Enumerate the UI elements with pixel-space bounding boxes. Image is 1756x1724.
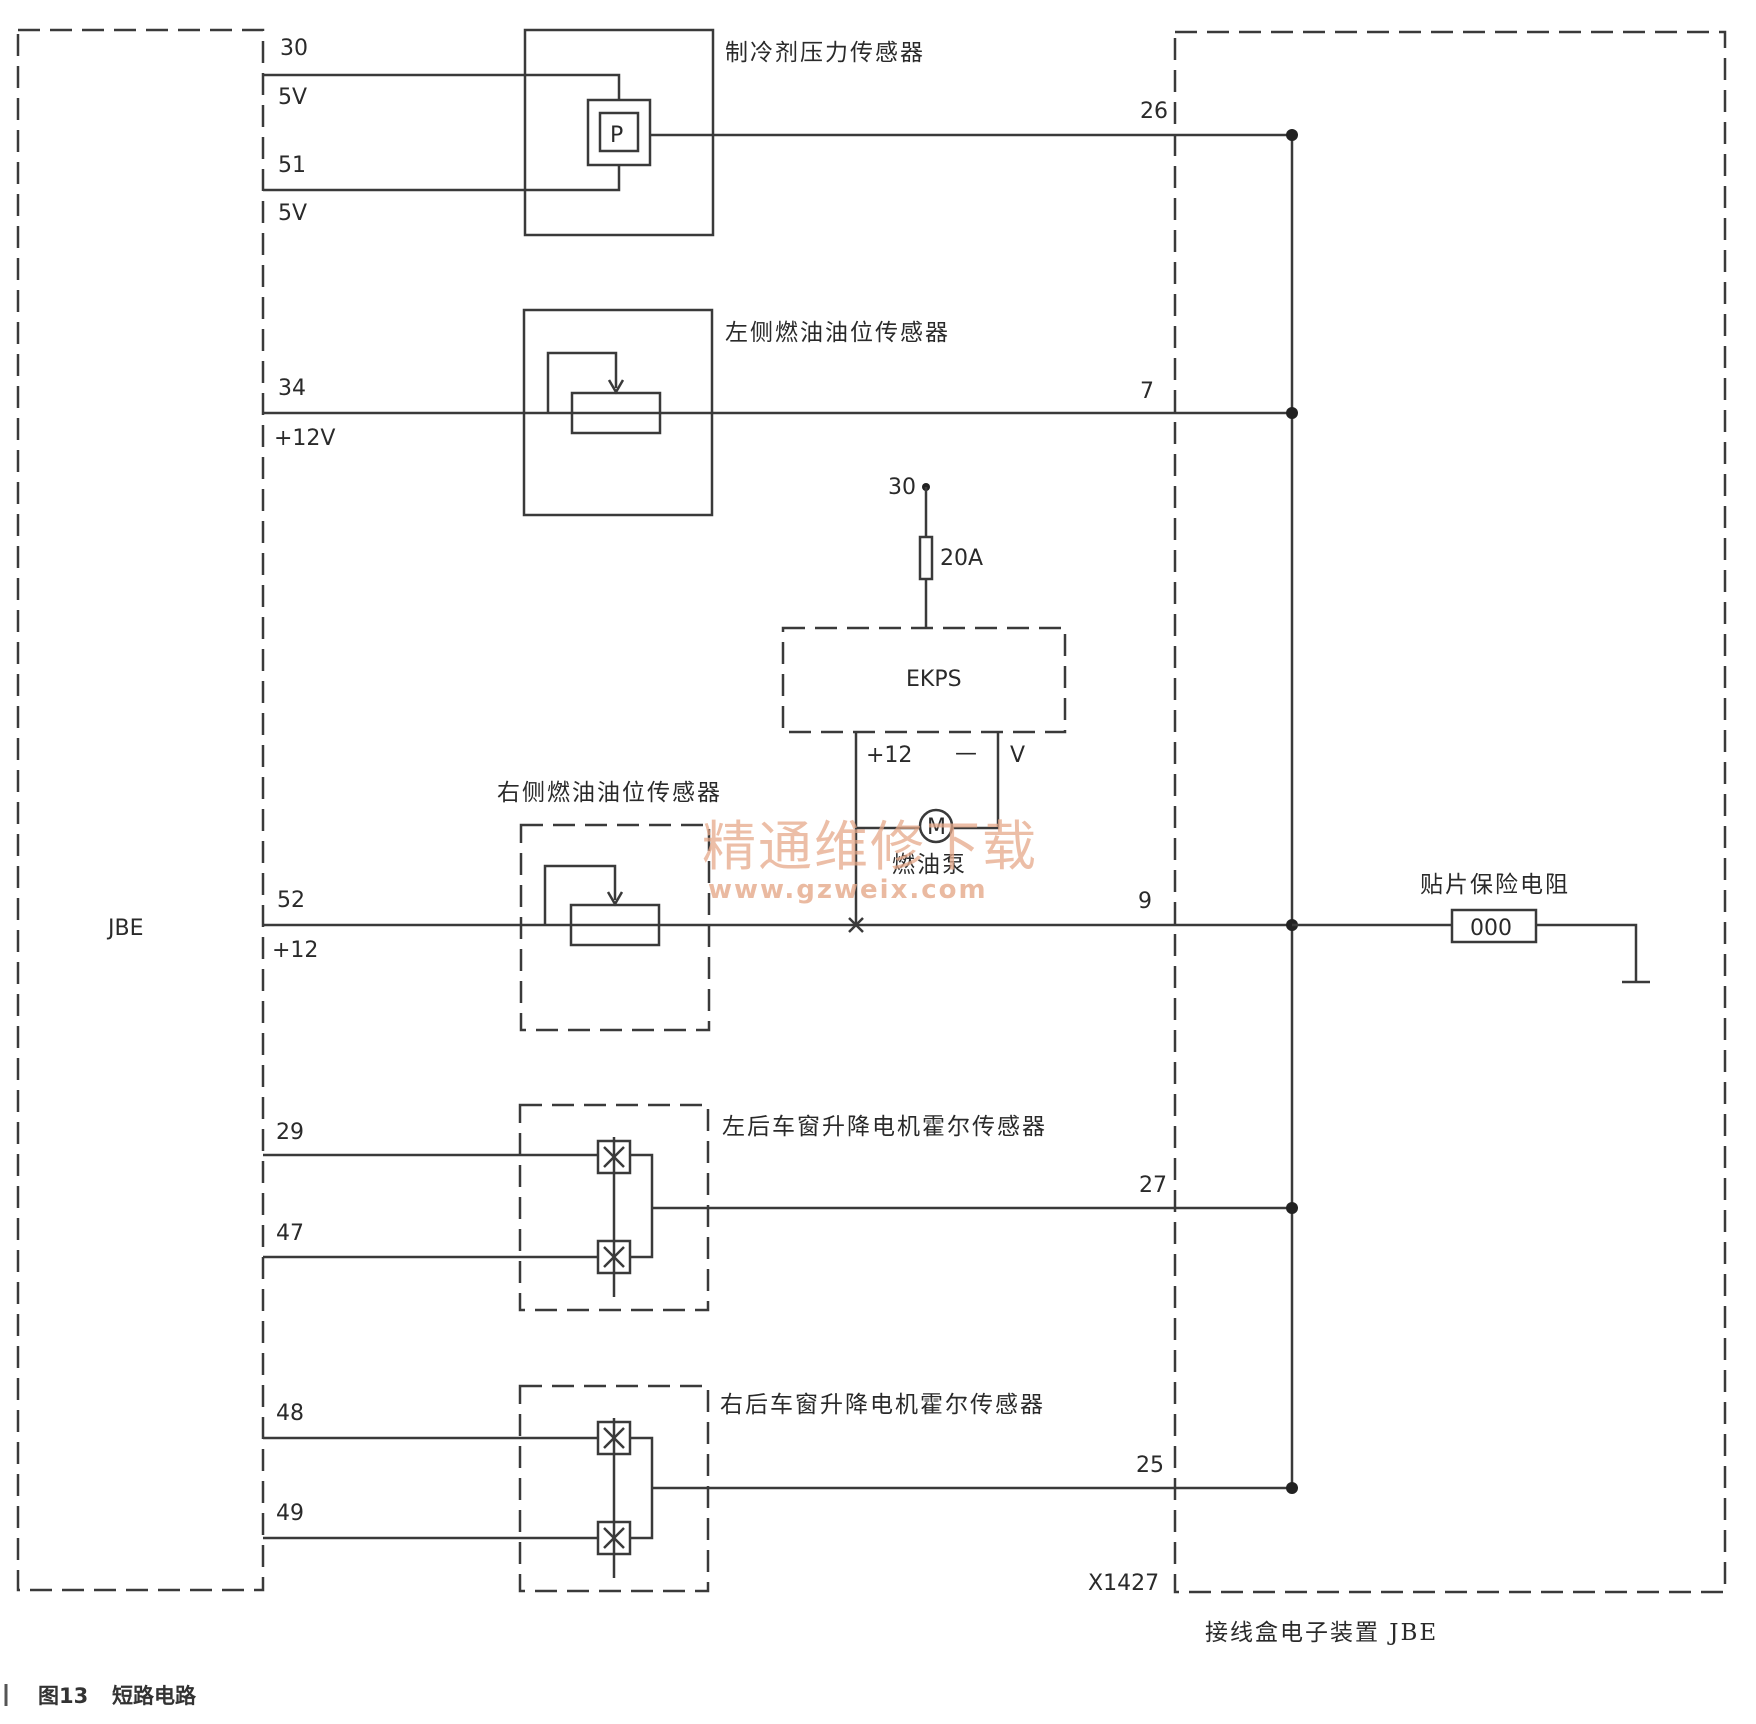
pressure-symbol: P [610,123,623,148]
right-fuel-wiper [543,864,617,925]
watermark-title: 精通维修下载 [702,815,1038,878]
fuse-label: 20A [940,546,983,571]
pressure-icon [598,111,640,153]
junction-7 [1286,407,1298,419]
left-hall-x2b [603,1246,625,1268]
left-hall-x1b [603,1146,625,1168]
right-hall-x1b [603,1427,625,1449]
pin-29-label: 29 [276,1120,304,1145]
ekps-label: EKPS [906,667,962,692]
fuse-icon [918,535,934,581]
pin-51-label: 51 [278,153,306,178]
pin-49-label: 49 [276,1501,304,1526]
right-fuel-sensor-box [519,823,711,1032]
pin-7-label: 7 [1140,379,1154,404]
pin-30-label: 30 [280,36,308,61]
right-fuel-sensor-label: 右侧燃油油位传感器 [497,780,722,806]
wire-pin-51 [263,165,621,192]
left-fuel-sensor-label: 左侧燃油油位传感器 [725,320,950,346]
chip-code: 000 [1470,916,1512,941]
refrigerant-sensor-label: 制冷剂压力传感器 [725,40,925,66]
pin-27-label: 27 [1139,1173,1167,1198]
pin-26-label: 26 [1140,99,1168,124]
motor-icon [918,808,954,844]
jbe-module-box [1173,30,1727,1594]
left-hall-element-1 [596,1139,632,1175]
pin-5v-label-2: 5V [278,201,307,226]
pin-12v-label: +12V [274,426,335,451]
left-hall-common [630,1153,654,1259]
pin-34-label: 34 [278,376,306,401]
wire-pin-30 [263,73,621,100]
right-rear-hall-label: 右后车窗升降电机霍尔传感器 [720,1392,1045,1418]
pin-48-label: 48 [276,1401,304,1426]
jbe-left-label: JBE [106,916,143,941]
right-hall-x2b [603,1527,625,1549]
watermark-url: www.gzweix.com [708,875,988,905]
jbe-module-label: 接线盒电子装置 JBE [1205,1620,1438,1646]
ekps-box [781,626,1067,734]
chip-resistor-label: 贴片保险电阻 [1420,872,1570,898]
figure-number: 图13 [38,1684,88,1708]
ekps-minus-label: — [955,741,977,766]
junction-26 [1286,129,1298,141]
pin-9-label: 9 [1138,889,1152,914]
right-fuel-arrow [606,891,624,907]
figure-title: 短路电路 [112,1684,197,1708]
pin-47-label: 47 [276,1221,304,1246]
left-rear-hall-label: 左后车窗升降电机霍尔传感器 [722,1114,1047,1140]
pin-25-label: 25 [1136,1453,1164,1478]
left-fuel-arrow [607,379,625,395]
ekps-v-label: V [1010,743,1025,768]
ekps-plus12-label: +12 [866,743,912,768]
refrigerant-sensor-box [523,28,715,237]
pin-plus12-label: +12 [272,938,318,963]
ekps-v-wire [952,732,1000,830]
jbe-left-box [16,28,265,1592]
fuel-pump-label: 燃油泵 [892,852,967,878]
pin-5v-label: 5V [278,85,307,110]
chip-wire-right [1536,923,1638,982]
junction-27 [1286,1202,1298,1214]
pin-52-label: 52 [277,888,305,913]
left-fuel-wiper [546,351,618,413]
right-hall-common [630,1436,654,1540]
terminal-30-label: 30 [888,475,916,500]
junction-25 [1286,1482,1298,1494]
motor-symbol: M [927,815,946,840]
connector-label: X1427 [1088,1571,1159,1596]
